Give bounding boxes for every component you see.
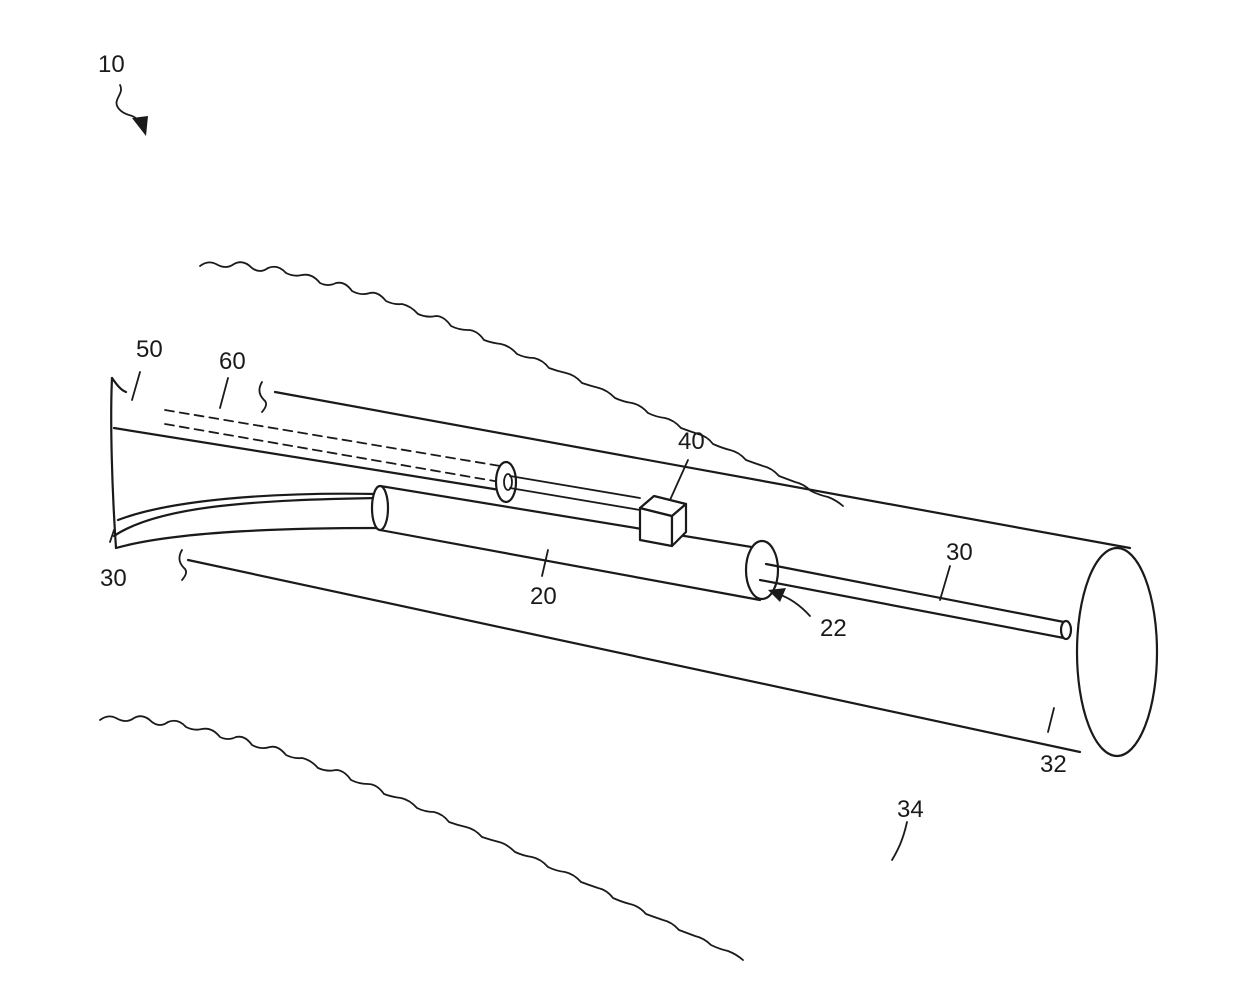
shaft-upper — [510, 476, 640, 498]
leader-34 — [892, 822, 907, 860]
wire-left-curve — [118, 494, 378, 520]
cylinder-left-cap — [372, 486, 388, 530]
figure-ref-arrowhead — [132, 116, 148, 136]
label-40: 40 — [678, 428, 705, 455]
wire-right-upper — [766, 564, 1064, 622]
wire-right-tip — [1061, 621, 1071, 639]
upper-vessel-wall — [200, 262, 843, 506]
dashed-element-upper — [165, 410, 500, 466]
label-20: 20 — [530, 583, 557, 610]
leader-32 — [1048, 708, 1054, 732]
shaft-lower — [510, 488, 640, 510]
label-60: 60 — [219, 348, 246, 375]
sheath-lumen-line — [114, 428, 500, 490]
label-30-left: 30 — [100, 565, 127, 592]
label-34: 34 — [897, 796, 924, 823]
leader-22 — [778, 594, 810, 616]
sheath-break-bottom — [179, 550, 186, 580]
lower-vessel-wall — [100, 716, 743, 960]
label-22: 22 — [820, 615, 847, 642]
sheath-flare-lower — [116, 528, 378, 548]
wire-right-lower — [760, 580, 1064, 638]
sheath-tube-bottom — [188, 560, 1080, 752]
leader-30-right — [940, 566, 950, 600]
label-32: 32 — [1040, 751, 1067, 778]
label-50: 50 — [136, 336, 163, 363]
leader-60 — [220, 378, 228, 408]
sheath-break-top — [259, 382, 266, 412]
cylinder-body — [380, 486, 770, 600]
leader-50 — [132, 372, 140, 400]
sheath-proximal-edge — [111, 378, 116, 548]
label-10: 10 — [98, 51, 125, 78]
sheath-inner-top — [112, 378, 126, 392]
dashed-element-lower — [165, 424, 500, 482]
label-30-right: 30 — [946, 539, 973, 566]
distal-end-cap — [1077, 548, 1157, 756]
